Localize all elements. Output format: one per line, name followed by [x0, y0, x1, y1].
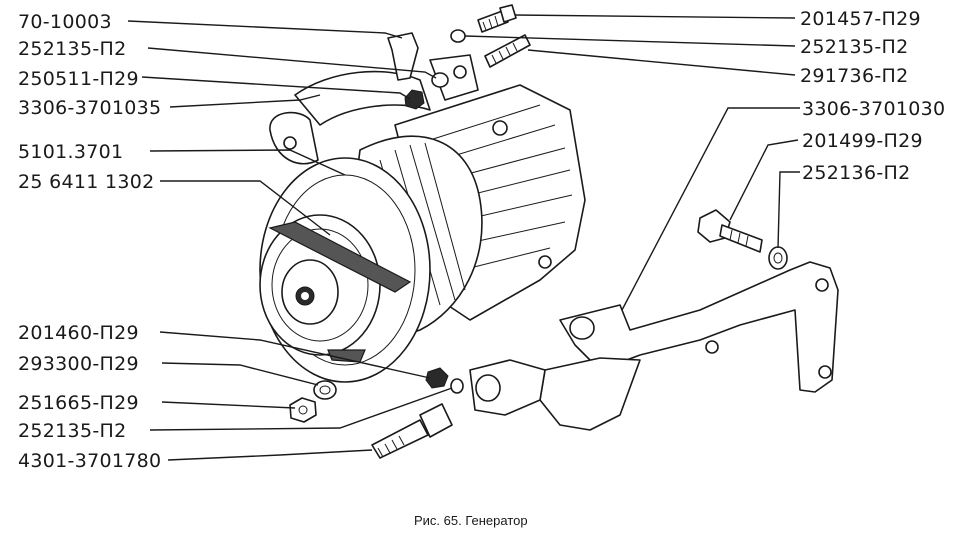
nut-upper [404, 89, 425, 110]
pulley-groove [271, 228, 369, 342]
leader-201457 [514, 14, 796, 19]
drive-belt [268, 221, 412, 293]
bolt-4301 [371, 403, 453, 459]
leader-3306-3701030 [621, 107, 800, 311]
bolt-201457 [477, 4, 517, 33]
left-lug-hole [283, 136, 297, 150]
leader-4301 [167, 449, 373, 461]
label-293300-p29: 293300-П29 [18, 353, 139, 375]
label-3306-3701030: 3306-3701030 [802, 98, 945, 120]
bracket-hole-1 [705, 340, 719, 354]
label-252136-p2: 252136-П2 [802, 162, 910, 184]
figure-caption: Рис. 65. Генератор [414, 513, 528, 528]
washer-mid [431, 72, 449, 88]
label-201499-p29: 201499-П29 [802, 130, 923, 152]
label-70-10003: 70-10003 [18, 11, 112, 33]
leader-250511 [141, 76, 411, 100]
leader-291736 [527, 49, 796, 76]
bracket-hole-2 [815, 278, 829, 292]
terminal-d [538, 255, 552, 269]
leader-252135-b [149, 387, 453, 431]
label-4301-3701780: 4301-3701780 [18, 450, 161, 472]
housing-fins [429, 104, 573, 269]
leader-201499 [729, 139, 799, 221]
upper-bracket-arm [294, 70, 431, 126]
nut-201460 [425, 367, 449, 389]
leader-252135-c [464, 35, 796, 47]
leader-25-6411 [160, 180, 331, 236]
leader-lines [127, 14, 800, 461]
leader-3306-3701035 [169, 94, 321, 108]
upper-lug-hole [453, 65, 467, 79]
shaft-end [301, 292, 309, 300]
label-251665-p29: 251665-П29 [18, 392, 139, 414]
washer-252136-hole [773, 252, 783, 264]
bracket-body [559, 261, 839, 393]
nut-251665-hole [298, 405, 308, 415]
terminal-b [492, 120, 508, 136]
bolt-201499 [697, 209, 763, 253]
leader-70-10003 [127, 20, 403, 39]
leader-251665 [161, 401, 296, 409]
washer-252136 [768, 246, 788, 270]
stud-291736 [484, 34, 531, 68]
nut-251665 [289, 397, 317, 423]
bracket-plate [387, 32, 419, 81]
label-5101-3701: 5101.3701 [18, 141, 123, 163]
label-250511-p29: 250511-П29 [18, 68, 139, 90]
leader-293300 [161, 362, 319, 386]
lower-hardware [289, 367, 464, 459]
bracket-hole-3 [818, 365, 832, 379]
label-201457-p29: 201457-П29 [800, 8, 921, 30]
leader-252136 [777, 171, 800, 249]
leader-201460 [159, 331, 431, 379]
mounting-bracket [469, 261, 839, 431]
washer-293300-hole [319, 385, 331, 395]
label-201460-p29: 201460-П29 [18, 322, 139, 344]
label-291736-p2: 291736-П2 [800, 65, 908, 87]
bracket-foot-hole [475, 374, 501, 402]
label-252135-p2-b: 252135-П2 [18, 420, 126, 442]
leader-252135-a [147, 47, 437, 79]
washer-293300 [313, 380, 337, 400]
label-252135-p2-c: 252135-П2 [800, 36, 908, 58]
upper-hardware [387, 4, 531, 110]
label-252135-p2-a: 252135-П2 [18, 38, 126, 60]
bracket-top-hole [569, 316, 595, 340]
washer-top [450, 29, 466, 43]
washer-252135-lower [450, 378, 464, 394]
leader-5101-3701 [149, 149, 346, 176]
bracket-lower-arm [539, 357, 641, 431]
label-3306-3701035: 3306-3701035 [18, 97, 161, 119]
label-25-64111302: 25 6411 1302 [18, 171, 155, 193]
